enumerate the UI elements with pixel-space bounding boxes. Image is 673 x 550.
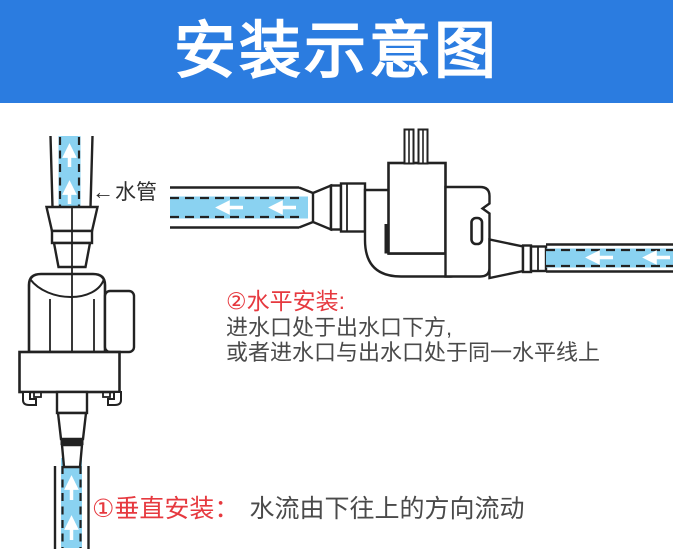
- nut-tab-left: [33, 391, 42, 398]
- nut-foot-right: [107, 391, 122, 406]
- vertical-flow-arrows: [62, 143, 79, 540]
- pipe-label-text: 水管: [115, 181, 157, 204]
- lower-fitting-neck: [55, 390, 89, 415]
- valve-shoulder-curve: [29, 278, 105, 298]
- horizontal-assembly-drawing: [170, 128, 673, 280]
- valve-shade-band: [384, 224, 389, 254]
- outlet-fitting-taper: [311, 183, 333, 232]
- vertical-assembly-drawing: [18, 135, 136, 549]
- lower-fitting-tip: [60, 443, 84, 469]
- horizontal-inlet-pipe-walls: [546, 243, 673, 273]
- vertical-install-caption: ①垂直安装： 水流由下往上的方向流动: [92, 494, 524, 524]
- valve-panel-lines: [49, 274, 95, 352]
- valve-side-tab: [103, 289, 136, 354]
- step-number-1: ①: [92, 495, 115, 523]
- page-title: 安装示意图: [173, 17, 499, 86]
- outlet-fitting-ring: [329, 184, 343, 231]
- bracket-slot: [470, 216, 484, 246]
- horizontal-install-line-2: 或者进水口与出水口处于同一水平线上: [226, 340, 601, 365]
- nut-tab-right: [102, 391, 111, 398]
- horizontal-install-title-text: 水平安装:: [246, 288, 346, 314]
- vertical-nut-block: [18, 350, 121, 394]
- horizontal-flow-arrows: [215, 200, 670, 265]
- valve-terminal-pins: [403, 128, 429, 165]
- outlet-fitting-nut: [339, 182, 367, 233]
- horizontal-valve-body: [387, 161, 447, 255]
- horizontal-install-line-1: 进水口处于出水口下方,: [226, 315, 453, 340]
- mounting-bracket: [444, 185, 491, 278]
- vertical-bottom-water-dashes: [61, 466, 82, 548]
- horizontal-install-title: ②水平安装:: [226, 288, 600, 315]
- inlet-fitting-taper: [488, 238, 525, 280]
- horizontal-outlet-water-dashes: [170, 196, 303, 219]
- vertical-top-pipe-walls: [49, 135, 94, 208]
- title-banner: 安装示意图: [0, 0, 673, 103]
- vertical-install-title: ①垂直安装：: [92, 495, 239, 523]
- pipe-label: ←水管: [92, 176, 157, 206]
- lower-fitting-taper: [56, 411, 88, 441]
- step-number-2: ②: [226, 288, 247, 314]
- horizontal-inlet-water-dashes: [546, 248, 673, 268]
- vertical-top-water-dashes: [58, 137, 81, 207]
- left-arrow-icon: ←: [92, 179, 114, 204]
- vertical-install-description: 水流由下往上的方向流动: [249, 495, 525, 523]
- vertical-bottom-pipe-walls: [53, 466, 90, 549]
- lower-fitting-band: [60, 439, 84, 445]
- horizontal-outlet-pipe-walls: [170, 186, 314, 229]
- vertical-install-title-text: 垂直安装：: [114, 495, 240, 523]
- nut-foot-left: [22, 391, 37, 406]
- inlet-fitting-ring: [521, 244, 533, 274]
- horizontal-install-caption: ②水平安装: 进水口处于出水口下方, 或者进水口与出水口处于同一水平线上: [226, 288, 600, 365]
